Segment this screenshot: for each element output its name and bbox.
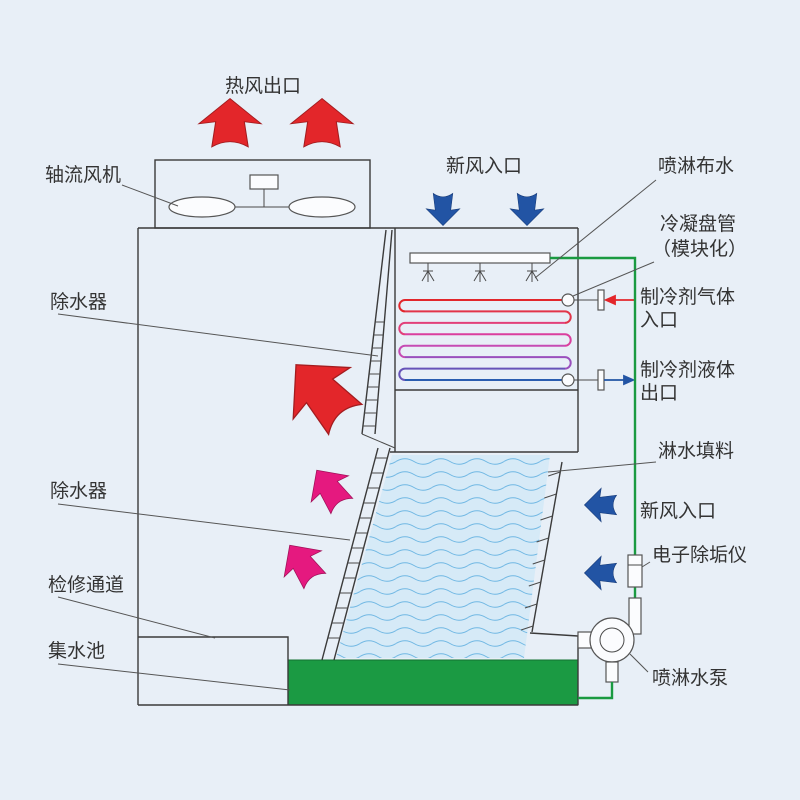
spray-header	[409, 252, 551, 264]
hot-air-arrow-icon	[290, 97, 354, 148]
label-gas-inlet-line2: 入口	[640, 309, 678, 331]
eliminator-rail	[361, 229, 387, 435]
air-inlet-bottom	[529, 632, 579, 637]
leader-eliminator-lower	[57, 503, 351, 541]
label-spray-pump: 喷淋水泵	[652, 667, 728, 689]
leader-eliminator-upper	[57, 313, 379, 357]
eliminator-rail	[321, 447, 379, 661]
leader-spray-distribution	[534, 179, 657, 279]
leader-water-basin	[57, 663, 291, 691]
coil-tube-segment	[398, 321, 565, 336]
label-axial-fan: 轴流风机	[45, 164, 121, 186]
hot-air-arrow-icon	[266, 338, 375, 446]
pump-suction-pipe	[578, 682, 614, 700]
spray-distribution	[409, 252, 551, 282]
fan-blade-left	[168, 196, 236, 218]
eliminator-base	[361, 433, 396, 449]
louver-blade	[520, 625, 534, 631]
eliminator-rail	[374, 229, 393, 435]
label-condensing-coil-note: （模块化）	[652, 238, 747, 260]
spray-nozzle	[421, 263, 435, 282]
coil-tube-segment	[405, 333, 572, 347]
axial-fan	[154, 159, 371, 229]
louver-blade	[544, 493, 557, 499]
spray-pump	[577, 597, 642, 683]
label-eliminator-upper: 除水器	[50, 291, 107, 313]
leader-axial-fan	[121, 184, 179, 207]
louver-blade	[548, 471, 561, 477]
coil-tube-segment	[405, 310, 572, 324]
drift-eliminator-upper	[361, 229, 396, 449]
coil-tube-segment	[398, 367, 565, 381]
leader-lines	[57, 179, 657, 691]
coil-tube-segment	[398, 299, 562, 313]
fresh-air-arrow-icon	[584, 487, 617, 523]
coil-liquid-header	[561, 373, 575, 387]
louver-blade	[536, 537, 549, 543]
label-water-basin: 集水池	[48, 640, 105, 662]
spray-water-pipe	[550, 256, 637, 598]
fan-motor	[249, 174, 279, 190]
fill-media	[336, 455, 550, 658]
water-basin	[287, 659, 579, 706]
coil-tube-segment	[405, 356, 572, 370]
moist-air-arrow-icon	[297, 456, 361, 520]
louver-blade	[532, 559, 545, 565]
refrigerant-liquid-outlet	[574, 369, 636, 391]
label-condensing-coil: 冷凝盘管	[660, 213, 736, 235]
label-access-passage: 检修通道	[48, 574, 124, 596]
leader-access-passage	[57, 596, 216, 639]
label-electronic-descaler: 电子除垢仪	[652, 544, 747, 566]
fill-media-waves	[336, 455, 550, 658]
gas-inlet-flange	[597, 289, 605, 311]
access-passage-outline	[138, 636, 289, 705]
pump-impeller	[599, 627, 625, 653]
spray-nozzle	[473, 263, 487, 282]
gas-inlet-arrow-icon	[603, 294, 616, 306]
leader-fill-media	[547, 461, 657, 473]
label-fresh-air-inlet-top: 新风入口	[446, 155, 522, 177]
pump-base-pipe	[605, 661, 619, 683]
electronic-descaler	[627, 554, 643, 588]
condensing-coil	[398, 299, 572, 381]
liquid-outlet-flange	[597, 369, 605, 391]
eliminator-rail	[333, 447, 391, 661]
drift-eliminator-lower	[321, 447, 391, 661]
label-fresh-air-inlet-side: 新风入口	[640, 500, 716, 522]
label-liquid-outlet-line1: 制冷剂液体	[640, 359, 735, 381]
louver-blade	[540, 515, 553, 521]
label-gas-inlet-line1: 制冷剂气体	[640, 286, 735, 308]
hot-air-arrow-icon	[198, 97, 262, 148]
label-fill-media: 淋水填料	[658, 440, 734, 462]
pump-outlet-stub	[628, 597, 642, 635]
label-spray-distribution: 喷淋布水	[658, 155, 734, 177]
fresh-air-arrow-icon	[425, 193, 461, 226]
spray-nozzle	[525, 263, 539, 282]
fresh-air-arrow-icon	[509, 193, 545, 226]
fan-blade-right	[288, 196, 356, 218]
leader-descaler	[641, 561, 651, 568]
louver-blade	[528, 581, 541, 587]
leader-condensing-coil	[572, 261, 655, 297]
label-liquid-outlet-line2: 出口	[640, 382, 678, 404]
fresh-air-arrow-icon	[584, 555, 617, 591]
louver-rail	[531, 461, 563, 633]
coil-tube-segment	[398, 344, 565, 359]
leader-spray-pump	[629, 653, 649, 673]
louver-blade	[524, 603, 538, 609]
label-eliminator-lower: 除水器	[50, 480, 107, 502]
refrigerant-gas-inlet	[574, 289, 636, 311]
liquid-outlet-arrow-icon	[623, 374, 636, 386]
moist-air-arrow-icon	[270, 531, 334, 595]
air-inlet-louver	[520, 461, 563, 633]
fan-housing	[154, 159, 371, 229]
coil-gas-header	[561, 293, 575, 307]
label-hot-air-outlet: 热风出口	[225, 75, 301, 97]
pump-casing	[589, 617, 635, 663]
